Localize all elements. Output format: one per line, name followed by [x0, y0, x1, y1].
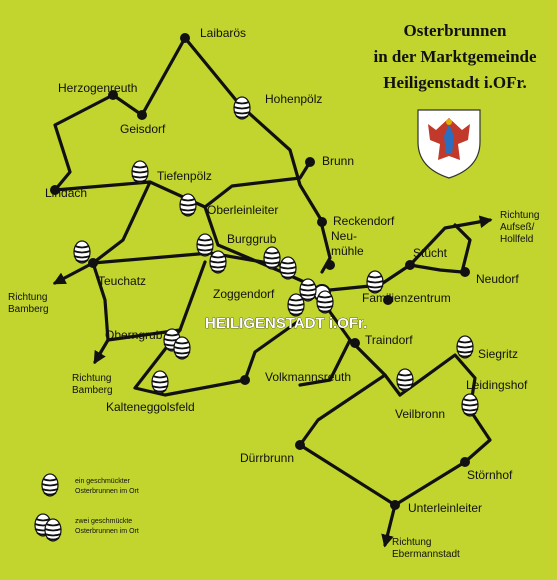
node-kalteneggolsfeld — [240, 375, 250, 385]
label-herzogenreuth: Herzogenreuth — [58, 81, 137, 95]
legend-double-1: zwei geschmückte — [75, 518, 132, 525]
road-traindorf — [318, 296, 402, 397]
node-unterleinleiter — [390, 500, 400, 510]
road-tiefenpoelz-south — [52, 180, 152, 285]
label-zoggendorf: Zoggendorf — [213, 287, 275, 301]
label-burggrub: Burggrub — [227, 232, 277, 246]
label-leidingshof: Leidingshof — [466, 378, 528, 392]
egg-icon — [366, 270, 384, 294]
title-line-1: Osterbrunnen — [404, 21, 508, 40]
node-stoernhof — [460, 457, 470, 467]
label-veilbronn: Veilbronn — [395, 407, 445, 421]
label-unterleinleiter: Unterleinleiter — [408, 501, 482, 515]
label-neudorf: Neudorf — [476, 272, 519, 286]
direction-ebermannstadt-2: Ebermannstadt — [392, 549, 460, 560]
label-tiefenpoelz: Tiefenpölz — [157, 169, 212, 183]
road-oberleinleiter-heiligenstadt — [203, 205, 324, 292]
label-neumuehle-2: mühle — [331, 244, 364, 258]
road-veilbronn-siegritz — [298, 353, 492, 507]
road-nodes — [50, 33, 470, 510]
egg-icon — [179, 193, 197, 217]
egg-icon — [209, 250, 227, 274]
direction-bamberg-bottom-2: Bamberg — [72, 385, 113, 396]
direction-labels: Richtung Aufseß/ Hollfeld Richtung Bambe… — [8, 210, 539, 560]
egg-icon — [41, 473, 59, 497]
direction-aufsess-1: Richtung — [500, 210, 539, 221]
direction-aufsess-3: Hollfeld — [500, 234, 533, 245]
node-neudorf — [460, 267, 470, 277]
egg-icon — [44, 518, 62, 542]
label-laibaros: Laibarös — [200, 26, 246, 40]
node-geisdorf — [137, 110, 147, 120]
legend: ein geschmückter Osterbrunnen im Ort zwe… — [75, 478, 139, 535]
road-kalteneggols — [133, 318, 302, 397]
direction-bamberg-top-2: Bamberg — [8, 304, 49, 315]
egg-icon — [396, 368, 414, 392]
label-reckendorf: Reckendorf — [333, 214, 395, 228]
legend-single-2: Osterbrunnen im Ort — [75, 488, 139, 495]
direction-aufsess-2: Aufseß/ — [500, 222, 535, 233]
direction-bamberg-bottom-1: Richtung — [72, 373, 111, 384]
road-oberngrub-west — [93, 338, 110, 365]
egg-icon — [461, 393, 479, 417]
place-labels: Laibarös Herzogenreuth Geisdorf Hohenpöl… — [45, 26, 528, 515]
direction-bamberg-top-1: Richtung — [8, 292, 47, 303]
egg-icon — [263, 246, 281, 270]
label-stuecht: Stücht — [413, 246, 448, 260]
direction-ebermannstadt-1: Richtung — [392, 537, 431, 548]
egg-icon — [279, 256, 297, 280]
egg-icon — [173, 336, 191, 360]
egg-icon — [287, 293, 305, 317]
node-herzogenreuth — [108, 90, 118, 100]
label-stoernhof: Störnhof — [467, 468, 513, 482]
node-lindach — [50, 185, 60, 195]
node-teuchatz — [88, 258, 98, 268]
node-laibaros — [180, 33, 190, 43]
label-oberngrub: Oberngrub — [105, 328, 163, 342]
egg-icon — [456, 335, 474, 359]
node-traindorf — [350, 338, 360, 348]
title-line-3: Heiligenstadt i.OFr. — [383, 73, 526, 92]
node-stuecht — [405, 260, 415, 270]
label-familienzentrum: Familienzentrum — [362, 291, 451, 305]
road-brunn — [203, 160, 312, 209]
road-north-west — [53, 36, 187, 192]
label-teuchatz: Teuchatz — [98, 274, 146, 288]
label-neumuehle-1: Neu- — [331, 229, 357, 243]
node-reckendorf — [317, 217, 327, 227]
label-lindach: Lindach — [45, 186, 87, 200]
egg-icon — [196, 233, 214, 257]
road-south — [381, 503, 397, 548]
road-oberngrub-burggrub — [178, 260, 207, 332]
road-volkmannsreuth — [298, 338, 352, 387]
egg-icon — [151, 370, 169, 394]
map-title: Osterbrunnen in der Marktgemeinde Heilig… — [373, 21, 537, 92]
legend-single-1: ein geschmückter — [75, 478, 131, 485]
egg-icon — [73, 240, 91, 264]
label-hohenpoelz: Hohenpölz — [265, 92, 322, 106]
label-traindorf: Traindorf — [365, 333, 413, 347]
egg-icon — [316, 290, 334, 314]
node-duerrbrunn — [295, 440, 305, 450]
legend-double-2: Osterbrunnen im Ort — [75, 528, 139, 535]
node-neumuehle — [325, 260, 335, 270]
egg-icon — [233, 96, 251, 120]
label-duerrbrunn: Dürrbrunn — [240, 451, 294, 465]
road-teuchatz-oberngrub — [91, 261, 182, 342]
label-geisdorf: Geisdorf — [120, 122, 166, 136]
label-heiligenstadt: HEILIGENSTADT i.OFr. — [205, 315, 367, 332]
node-familienzentrum — [383, 295, 393, 305]
label-kalteneggolsfeld: Kalteneggolsfeld — [106, 400, 195, 414]
label-brunn: Brunn — [322, 154, 354, 168]
label-volkmannsreuth: Volkmannsreuth — [265, 370, 351, 384]
egg-icon — [131, 160, 149, 184]
node-brunn — [305, 157, 315, 167]
title-line-2: in der Marktgemeinde — [373, 47, 537, 66]
coat-of-arms — [417, 109, 481, 179]
label-oberleinleiter: Oberleinleiter — [207, 203, 278, 217]
road-teuchatz-burggrub — [91, 251, 282, 267]
label-siegritz: Siegritz — [478, 347, 518, 361]
